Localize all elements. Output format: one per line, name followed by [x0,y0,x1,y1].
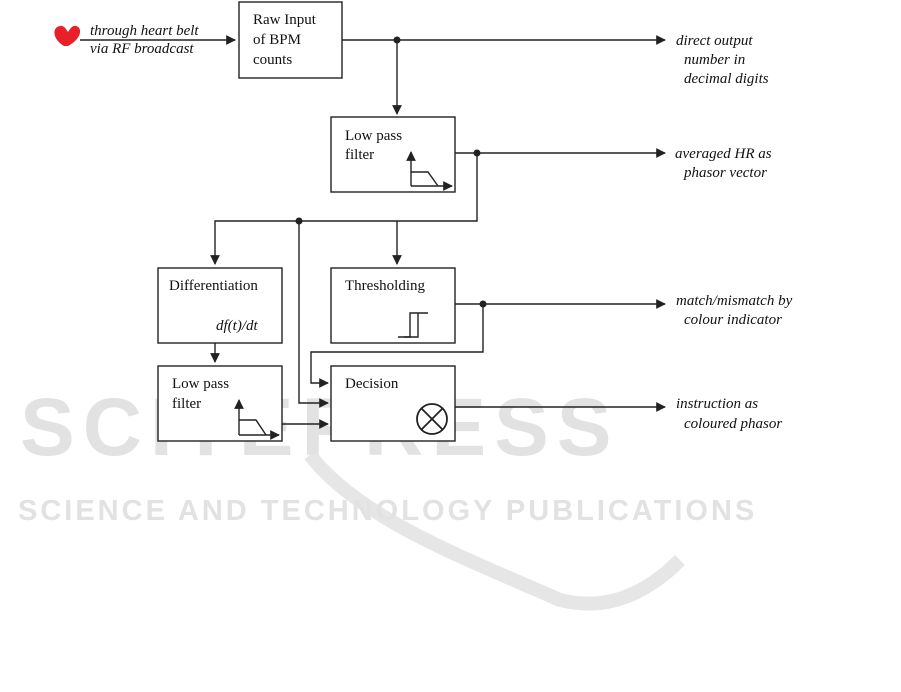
input-label-line1: through heart belt [90,23,199,39]
averaged-line2: phasor vector [683,165,767,181]
low-pass-filter-1-block: Low pass filter [330,116,456,193]
low-pass-response-icon [406,151,453,191]
lowpass2-line1: Low pass [172,376,229,392]
direct-output-line1: direct output [676,33,753,49]
instruction-line2: coloured phasor [684,416,782,432]
watermark-brand: SCITEPRESS [20,382,619,473]
watermark-tagline: SCIENCE AND TECHNOLOGY PUBLICATIONS [18,495,757,527]
decision-title: Decision [345,376,399,392]
match-line2: colour indicator [684,312,782,328]
differentiation-block: Differentiation df(t)/dt [157,267,283,344]
bus-to-decision [298,221,329,408]
differentiation-formula: df(t)/dt [216,318,258,334]
lowpass1-line1: Low pass [345,128,402,144]
decision-block: Decision [330,365,456,442]
raw-input-line1: Raw Input [253,12,317,28]
thresholding-title: Thresholding [345,278,425,294]
thresholding-block: Thresholding [330,267,456,344]
raw-input-block: Raw Input of BPM counts [238,1,343,79]
lowpass1-line2: filter [345,147,374,163]
threshold-to-decision [310,304,484,388]
match-line1: match/mismatch by [676,293,793,309]
hysteresis-icon [398,312,428,338]
lowpass2-line2: filter [172,396,201,412]
low-pass-response-icon [234,399,280,440]
raw-input-line3: counts [253,52,292,68]
watermark: SCITEPRESS SCIENCE AND TECHNOLOGY PUBLIC… [18,382,757,611]
raw-input-line2: of BPM [253,32,301,48]
multiplier-icon [416,403,448,435]
direct-output-line2: number in [684,52,745,68]
differentiation-title: Differentiation [169,278,258,294]
averaged-line1: averaged HR as [675,146,772,162]
heart-icon [54,25,81,46]
low-pass-filter-2-block: Low pass filter [157,365,283,442]
watermark-swoosh [304,450,685,611]
direct-output-line3: decimal digits [684,71,769,87]
bus-to-differentiation [210,153,478,265]
instruction-line1: instruction as [676,396,758,412]
input-label-line2: via RF broadcast [90,41,194,57]
